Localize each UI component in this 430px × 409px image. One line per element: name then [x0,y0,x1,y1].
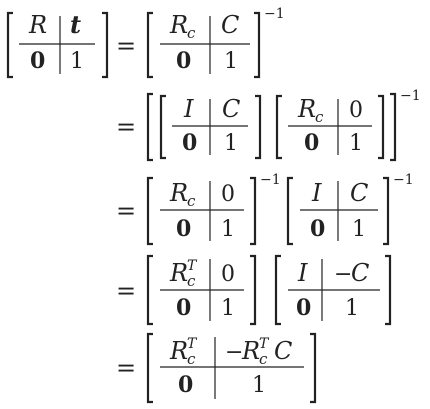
translation-factor-matrix: I C 0 1 [159,94,262,160]
outer-product-bracket [146,92,397,162]
rotation-symbol: R [169,259,188,287]
one-entry: 1 [224,131,238,156]
rotation-symbol: R [169,337,188,365]
center-symbol: C [222,95,240,123]
left-bracket [275,94,282,160]
transpose-superscript-2: T [259,336,270,352]
right-bracket [254,11,261,79]
rotation-subscript: c [187,24,196,42]
one-entry: 1 [345,296,359,321]
outer-left-bracket [146,92,153,162]
center-symbol: C [274,337,292,365]
zero-entry: 0 [178,372,193,398]
zero-entry-top: 0 [349,98,363,123]
identity-symbol: I [311,179,322,207]
result-block-matrix: R T c − R T c C 0 1 [146,332,317,404]
left-bracket [286,176,293,246]
inverse-exponent: −1 [400,88,421,104]
zero-entry: 0 [296,295,311,321]
identity-symbol: I [183,95,194,123]
right-bracket [385,254,392,326]
rotation-subscript: c [187,350,196,368]
one-entry: 1 [221,217,235,242]
one-entry: 1 [224,49,238,74]
equals-sign: = [116,32,136,60]
center-symbol: C [351,259,369,287]
zero-entry-top: 0 [221,182,235,207]
one-entry: 1 [352,217,366,242]
right-bracket [250,176,257,246]
zero-entry: 0 [310,216,325,242]
equals-sign: = [116,197,136,225]
inverse-exponent: −1 [393,172,414,188]
left-bracket [146,254,153,326]
one-entry: 1 [221,296,235,321]
rotation-factor-matrix: R c 0 0 1 [146,176,257,246]
translation-symbol: t [70,10,81,39]
rotation-symbol-2: R [241,337,260,365]
rotation-subscript: c [187,272,196,290]
identity-symbol: I [297,259,308,287]
minus-sign: − [334,262,352,287]
right-bracket [255,94,262,160]
equals-sign: = [116,113,136,141]
rotation-symbol: R [297,95,316,123]
center-symbol: C [221,11,239,39]
right-bracket [102,11,109,79]
transpose-superscript: T [187,258,198,274]
rotation-symbol: R [28,11,47,39]
negated-translation-matrix: I − C 0 1 [274,254,392,326]
one-entry: 1 [70,49,84,74]
inverse-exponent: −1 [264,6,285,22]
left-bracket [146,11,153,79]
minus-sign: − [225,340,243,365]
zero-entry: 0 [182,130,197,156]
zero-entry: 0 [176,48,191,74]
left-bracket [6,11,13,79]
right-bracket [310,332,317,404]
left-bracket [146,176,153,246]
equals-sign: = [116,277,136,305]
inverse-exponent: −1 [260,172,281,188]
left-bracket [159,94,166,160]
left-bracket [146,332,153,404]
rotation-factor-matrix: R c 0 0 1 [275,94,385,160]
rotation-subscript: c [315,108,324,126]
transposed-rotation-matrix: R T c 0 0 1 [146,254,257,326]
camera-block-matrix: R c C 0 1 [146,11,261,79]
zero-entry-top: 0 [221,262,235,287]
center-symbol: C [350,179,368,207]
rotation-subscript-2: c [259,350,268,368]
rotation-symbol: R [169,11,188,39]
transpose-superscript: T [187,336,198,352]
right-bracket [383,176,390,246]
left-bracket [274,254,281,326]
one-entry: 1 [252,373,266,398]
zero-entry: 0 [304,130,319,156]
rotation-subscript: c [187,192,196,210]
outer-right-bracket [390,92,397,162]
right-bracket [378,94,385,160]
lhs-block-matrix: R t 0 1 [6,10,109,79]
translation-factor-matrix: I C 0 1 [286,176,390,246]
zero-entry: 0 [30,48,45,74]
rotation-symbol: R [169,179,188,207]
zero-entry: 0 [176,295,191,321]
right-bracket [250,254,257,326]
one-entry: 1 [349,131,363,156]
zero-entry: 0 [176,216,191,242]
equals-sign: = [116,354,136,382]
